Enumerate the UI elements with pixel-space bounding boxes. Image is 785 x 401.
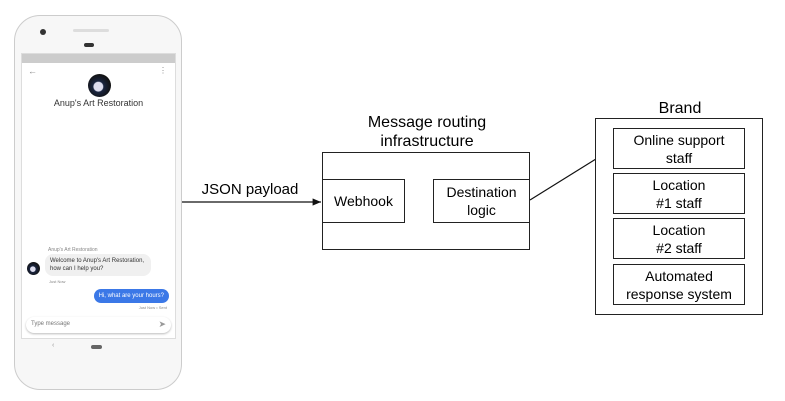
phone-screen: ← ⋮ Anup's Art Restoration Anup's Art Re… [21,53,176,339]
brand-item-location-1: Location #1 staff [613,173,745,214]
nav-home-button[interactable] [91,345,102,349]
sender-avatar [27,262,40,275]
back-arrow-icon[interactable]: ← [28,66,37,76]
incoming-message: Welcome to Anup's Art Restoration, how c… [45,254,151,276]
more-options-icon[interactable]: ⋮ [159,66,167,75]
speaker [73,29,109,32]
outgoing-status: Just Now • Sent [138,305,167,310]
brand-item-automated-response: Automated response system [613,264,745,305]
message-input-placeholder: Type message [31,321,71,327]
message-input[interactable]: Type message ➤ [26,317,171,333]
sensor [84,43,94,47]
webhook-box: Webhook [322,179,405,223]
brand-item-location-2: Location #2 staff [613,218,745,259]
business-name: Anup's Art Restoration [53,98,144,108]
nav-back-icon[interactable]: ‹ [52,342,55,349]
camera [40,29,46,35]
incoming-time: Just Now [49,279,66,284]
sender-label: Anup's Art Restoration [48,247,98,253]
brand-item-online-support: Online support staff [613,128,745,169]
outgoing-message: Hi, what are your hours? [93,289,169,303]
send-icon[interactable]: ➤ [158,319,166,329]
destination-logic-box: Destination logic [433,179,530,223]
business-avatar [88,74,111,97]
infrastructure-title: Message routing infrastructure [367,114,487,150]
brand-title: Brand [658,100,702,117]
payload-label: JSON payload [201,181,299,198]
status-bar [22,54,175,63]
